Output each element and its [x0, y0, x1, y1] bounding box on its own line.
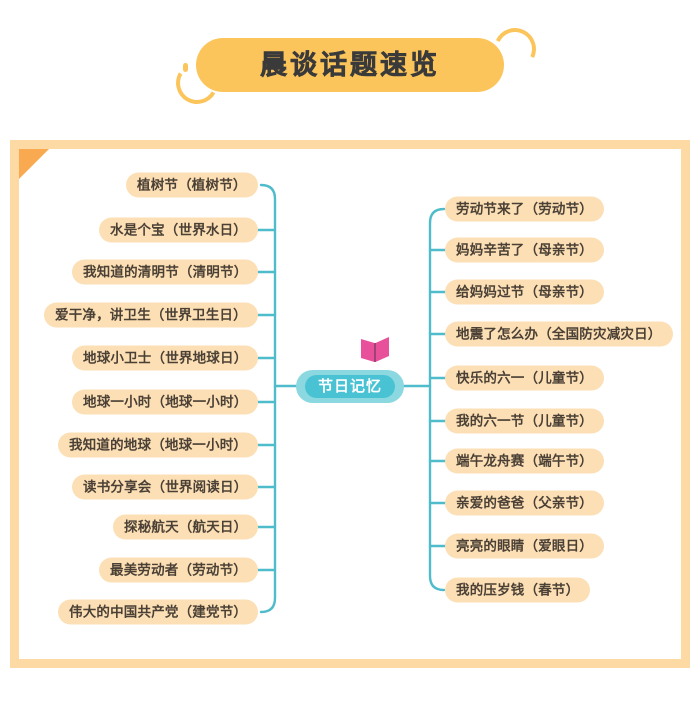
- title-area: 晨谈话题速览: [0, 0, 700, 120]
- decorative-dash-icon: [183, 63, 188, 72]
- page-title: 晨谈话题速览: [260, 49, 440, 80]
- title-banner: 晨谈话题速览: [196, 38, 504, 92]
- content-frame: [10, 140, 690, 668]
- frame-corner-fold-icon: [19, 149, 49, 179]
